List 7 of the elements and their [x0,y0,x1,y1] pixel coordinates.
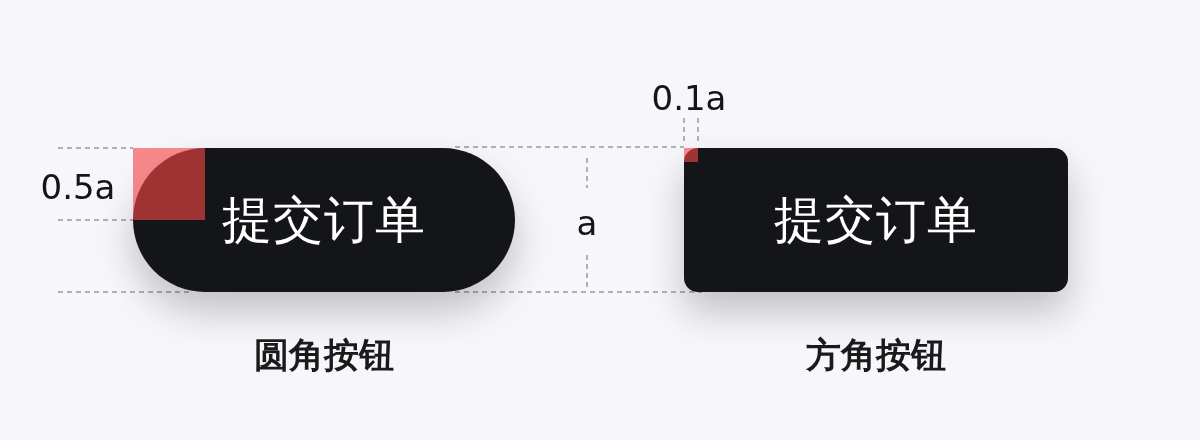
submit-button: 提交订单 [684,148,1068,292]
caption-text: 圆角按钮 [254,333,394,377]
dimension-label: 0.1a [651,81,727,115]
dimension-label: 0.5a [40,170,116,204]
dimension-label: a [576,206,598,240]
submit-button: 提交订单 [133,148,515,292]
caption-text: 方角按钮 [806,333,946,377]
